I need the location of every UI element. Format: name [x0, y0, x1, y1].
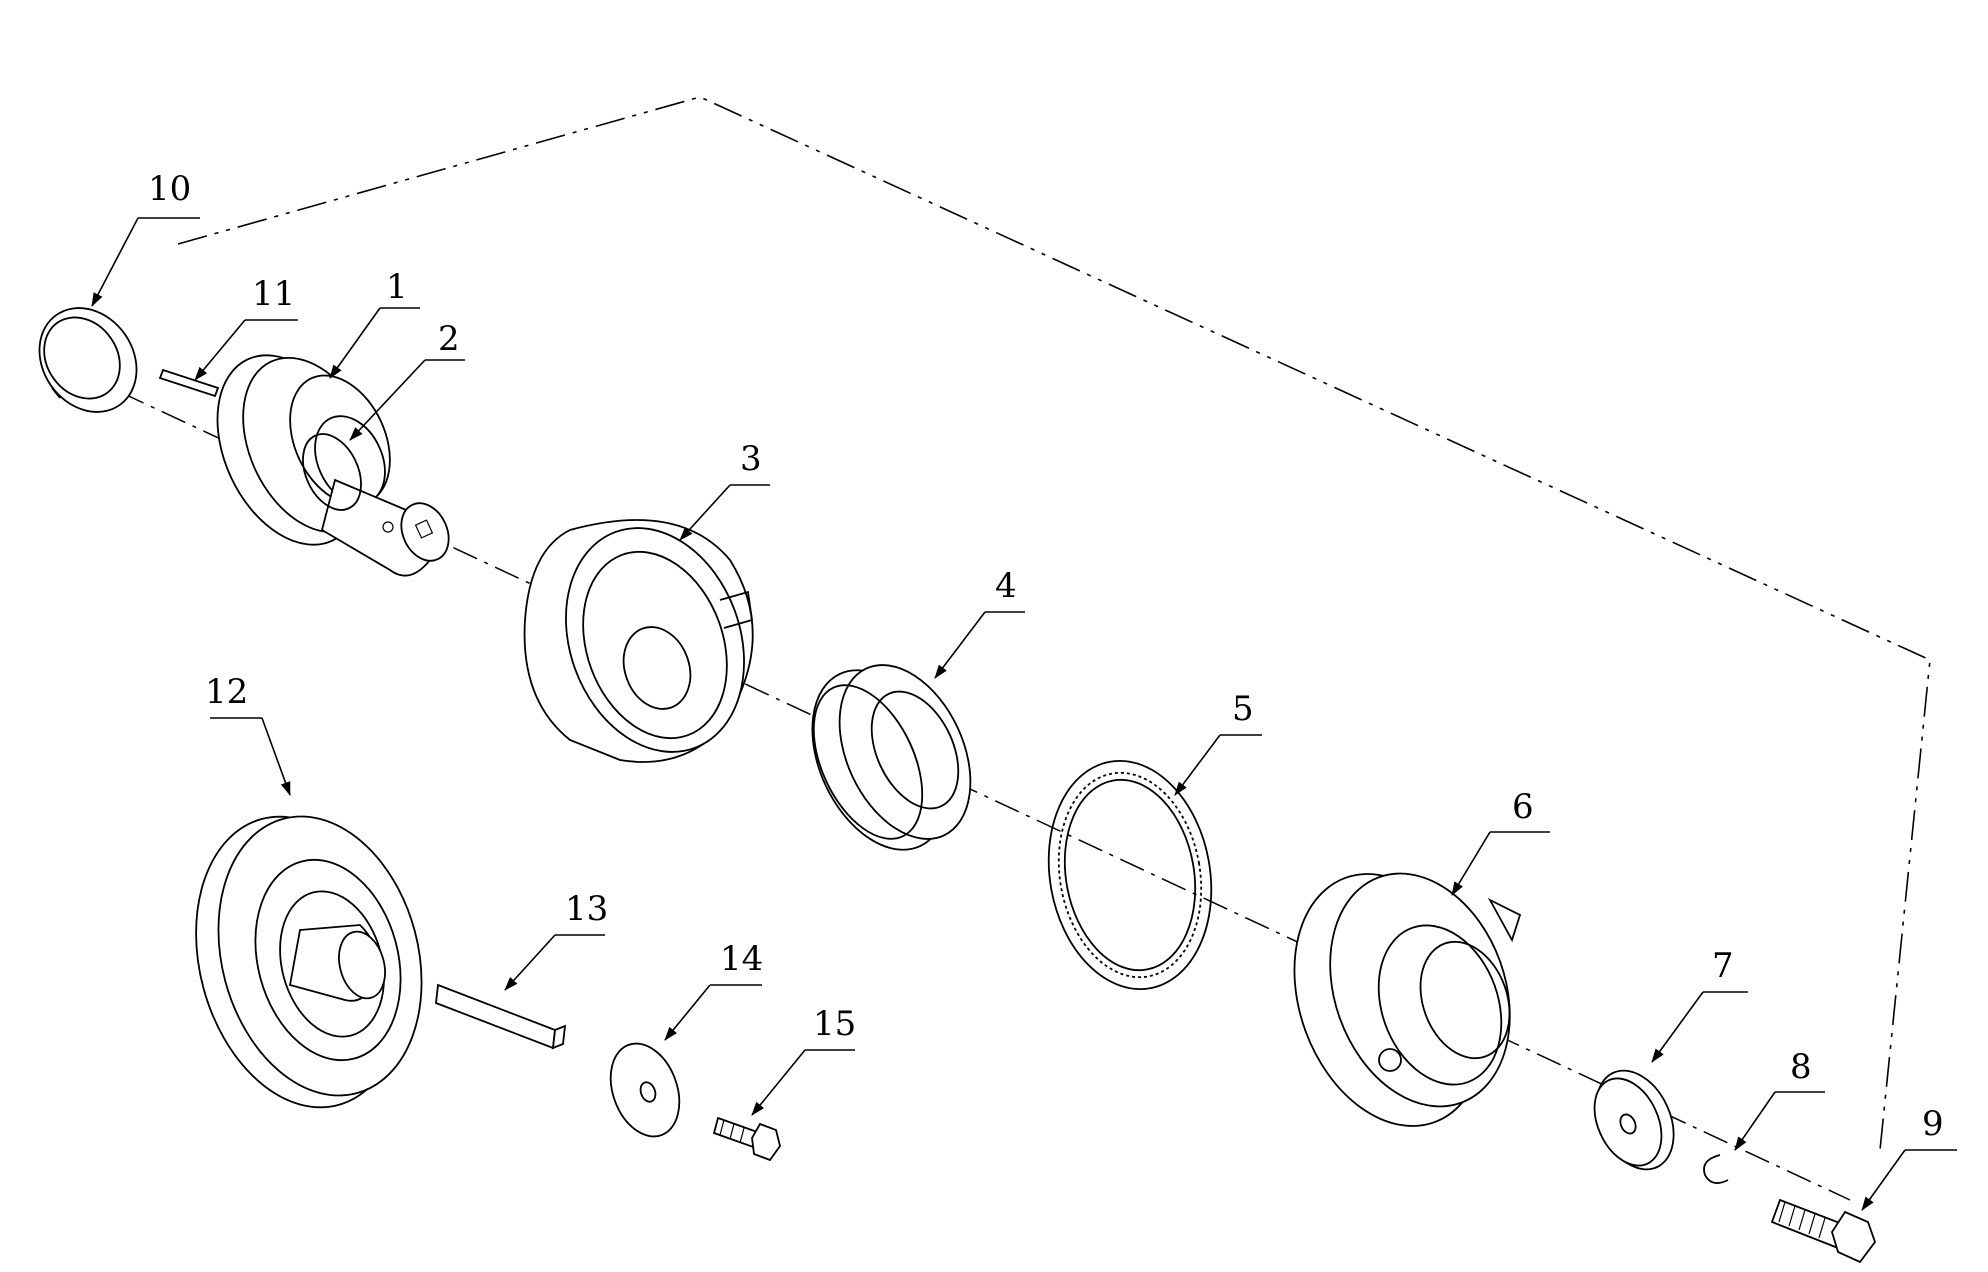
- part-10-ring: [38, 307, 138, 413]
- part-6-clutch-hub: [1293, 872, 1522, 1127]
- callout-1: 1: [386, 267, 408, 307]
- leader-lines: [91, 217, 1957, 1211]
- callout-7: 7: [1712, 946, 1734, 986]
- callout-8: 8: [1790, 1047, 1812, 1087]
- part-4-bearing-ring: [811, 664, 972, 851]
- callout-2: 2: [438, 319, 460, 359]
- part-3-drum: [523, 519, 754, 763]
- callout-3: 3: [740, 439, 762, 479]
- part-5-toothed-ring: [1047, 759, 1213, 991]
- part-12-pulley: [195, 815, 423, 1109]
- part-7-washer: [1593, 1069, 1675, 1171]
- part-8-snap-ring: [1703, 1154, 1729, 1184]
- part-14-washer: [609, 1042, 681, 1138]
- part-1-flanged-hub: [216, 354, 450, 577]
- callout-13: 13: [565, 889, 608, 929]
- part-2-bearing: [302, 433, 362, 511]
- part-13-key: [435, 983, 567, 1050]
- part-15-bolt: [712, 1116, 781, 1162]
- callout-12: 12: [205, 672, 248, 712]
- part-9-bolt: [1770, 1198, 1877, 1264]
- callout-5: 5: [1232, 689, 1254, 729]
- part-11-key: [158, 368, 220, 398]
- callout-6: 6: [1512, 787, 1534, 827]
- callout-9: 9: [1922, 1104, 1944, 1144]
- callout-15: 15: [813, 1004, 856, 1044]
- callout-10: 10: [148, 169, 191, 209]
- callout-11: 11: [252, 274, 295, 314]
- phantom-line: [177, 96, 1931, 1151]
- callout-4: 4: [995, 566, 1017, 606]
- assembly-axis-upper: [119, 391, 1851, 1201]
- callout-14: 14: [720, 939, 763, 979]
